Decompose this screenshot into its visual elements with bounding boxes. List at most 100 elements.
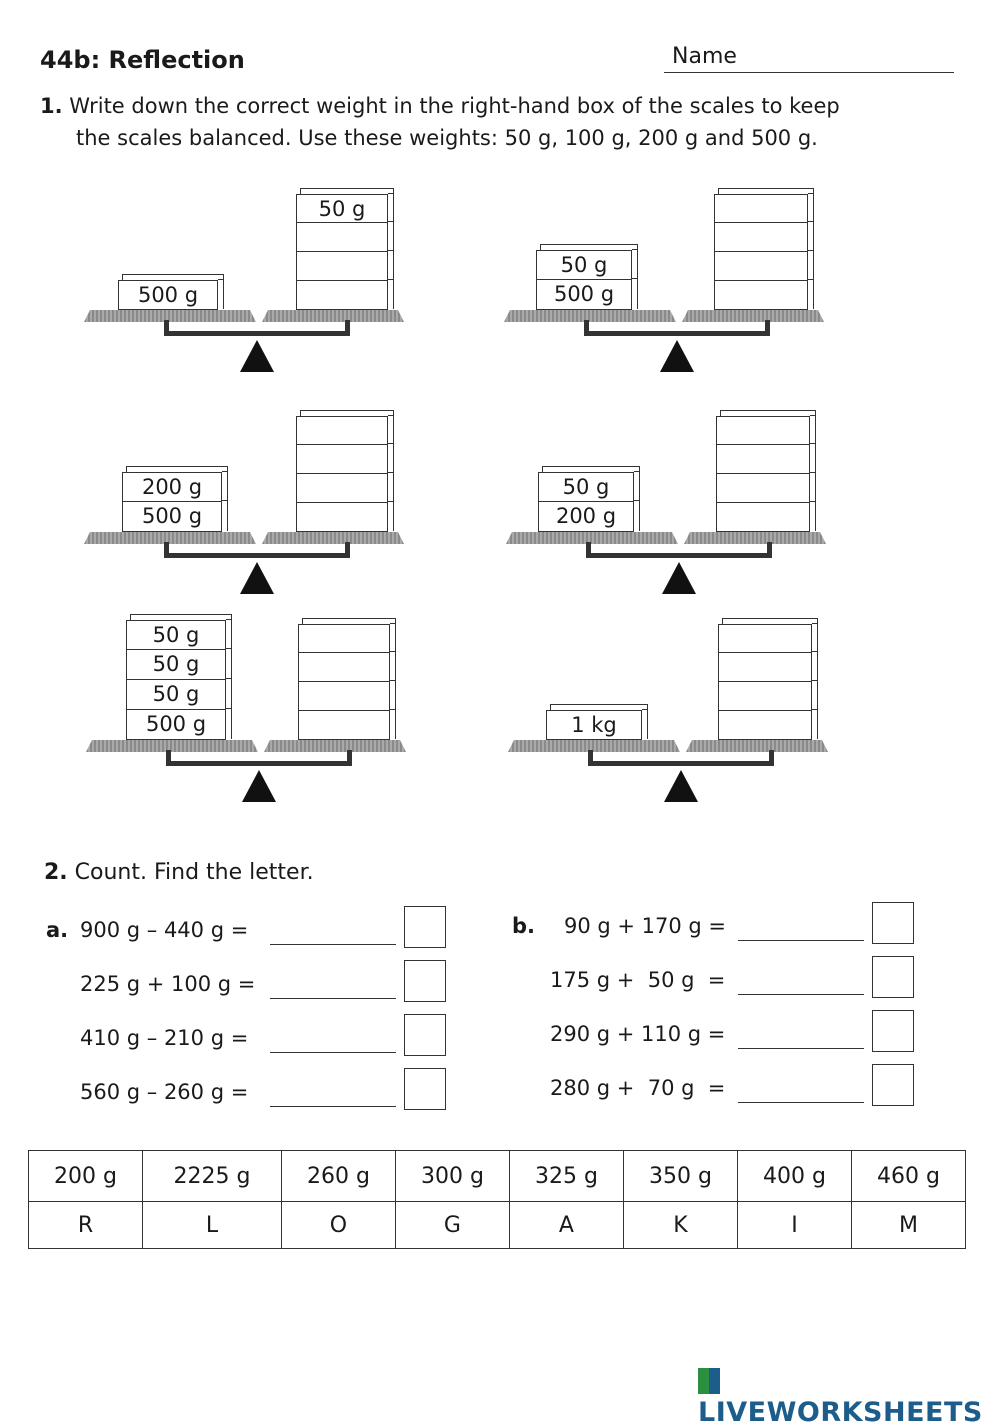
answer-weight-box[interactable]: [716, 501, 816, 532]
answer-weight-box[interactable]: [714, 221, 814, 252]
answer-weight-box[interactable]: [716, 472, 816, 503]
letter-answer-box[interactable]: [404, 906, 446, 948]
question-2-number: 2.: [44, 860, 68, 885]
key-weight: 260 g: [280, 1150, 396, 1202]
key-weight: 350 g: [622, 1150, 738, 1202]
scale-right-pan: [262, 310, 404, 322]
answer-blank[interactable]: [738, 1102, 864, 1103]
fulcrum-triangle: [242, 770, 276, 802]
key-letter: G: [394, 1201, 510, 1249]
box-top-edge: [300, 188, 394, 194]
box-top-edge: [300, 410, 394, 416]
answer-weight-box[interactable]: [296, 415, 394, 445]
liveworksheets-logo: LIVEWORKSHEETS: [698, 1366, 1000, 1428]
weight-box: 500 g: [536, 278, 638, 310]
scale-bracket: [588, 750, 774, 766]
answer-blank[interactable]: [270, 1052, 396, 1053]
part-a-label: a.: [46, 918, 69, 942]
key-weight: 200 g: [28, 1150, 143, 1202]
fulcrum-triangle: [664, 770, 698, 802]
key-letter: I: [736, 1201, 852, 1249]
letter-answer-box[interactable]: [404, 1068, 446, 1110]
liveworksheets-logo-icon: [698, 1368, 720, 1394]
scale-left-pan: [504, 310, 676, 322]
equation-a: 225 g + 100 g =: [80, 972, 256, 996]
answer-blank[interactable]: [270, 1106, 396, 1107]
key-letter: L: [142, 1201, 282, 1249]
equation-b: 290 g + 110 g =: [550, 1022, 726, 1046]
answer-blank[interactable]: [738, 940, 864, 941]
question-1-instructions: 1. Write down the correct weight in the …: [40, 90, 970, 154]
letter-answer-box[interactable]: [404, 1014, 446, 1056]
question-2-text: Count. Find the letter.: [74, 860, 314, 885]
name-field[interactable]: [664, 72, 954, 73]
balance-scale: 1 kg: [508, 598, 838, 828]
answer-blank[interactable]: [270, 944, 396, 945]
equation-a: 560 g – 260 g =: [80, 1080, 249, 1104]
right-weight-stack: [296, 410, 394, 532]
weights-row: 200 g 2225 g 260 g 300 g 325 g 350 g 400…: [28, 1150, 967, 1202]
weight-box: 50 g: [296, 193, 394, 223]
key-weight: 2225 g: [142, 1150, 282, 1202]
answer-weight-box[interactable]: [296, 501, 394, 532]
equation-b: 175 g + 50 g =: [550, 968, 726, 992]
answer-weight-box[interactable]: [298, 680, 396, 711]
right-weight-stack: [714, 188, 814, 310]
scale-bracket: [164, 320, 350, 336]
answer-weight-box[interactable]: [714, 193, 814, 223]
weight-box: 50 g: [536, 249, 638, 280]
fulcrum-triangle: [660, 340, 694, 372]
answer-weight-box[interactable]: [296, 472, 394, 503]
scale-left-pan: [84, 310, 256, 322]
scale-left-pan: [506, 532, 678, 544]
equation-a: 410 g – 210 g =: [80, 1026, 249, 1050]
answer-blank[interactable]: [738, 994, 864, 995]
answer-weight-box[interactable]: [718, 709, 818, 740]
question-2-heading: 2. Count. Find the letter.: [44, 860, 314, 885]
answer-weight-box[interactable]: [714, 279, 814, 310]
letter-answer-box[interactable]: [872, 1010, 914, 1052]
answer-weight-box[interactable]: [298, 709, 396, 740]
letter-answer-box[interactable]: [872, 1064, 914, 1106]
scale-right-pan: [684, 532, 826, 544]
key-weight: 460 g: [850, 1150, 967, 1202]
question-1-text-line1: Write down the correct weight in the rig…: [69, 94, 840, 118]
answer-weight-box[interactable]: [296, 279, 394, 310]
answer-weight-box[interactable]: [298, 623, 396, 653]
letter-answer-box[interactable]: [872, 902, 914, 944]
scale-bracket: [166, 750, 352, 766]
scale-left-pan: [508, 740, 680, 752]
answer-weight-box[interactable]: [296, 250, 394, 281]
weight-box: 50 g: [126, 648, 232, 680]
balance-scale: 500 g 50 g: [84, 168, 414, 398]
left-weight-stack: 500 g: [118, 274, 224, 310]
letter-answer-box[interactable]: [872, 956, 914, 998]
answer-weight-box[interactable]: [296, 221, 394, 252]
fulcrum-triangle: [662, 562, 696, 594]
letter-answer-box[interactable]: [404, 960, 446, 1002]
key-letter: A: [508, 1201, 624, 1249]
answer-weight-box[interactable]: [718, 623, 818, 653]
key-letter: R: [28, 1201, 143, 1249]
answer-weight-box[interactable]: [718, 651, 818, 682]
answer-blank[interactable]: [270, 998, 396, 999]
answer-weight-box[interactable]: [714, 250, 814, 281]
answer-weight-box[interactable]: [716, 443, 816, 474]
question-1-text-line2: the scales balanced. Use these weights: …: [76, 126, 818, 150]
key-letter: K: [622, 1201, 738, 1249]
answer-weight-box[interactable]: [718, 680, 818, 711]
answer-weight-box[interactable]: [298, 651, 396, 682]
weight-box: 500 g: [126, 708, 232, 740]
weight-box: 200 g: [538, 500, 640, 532]
key-letter: M: [850, 1201, 967, 1249]
question-1-number: 1.: [40, 94, 63, 118]
answer-weight-box[interactable]: [296, 443, 394, 474]
answer-blank[interactable]: [738, 1048, 864, 1049]
answer-weight-box[interactable]: [716, 415, 816, 445]
box-top-edge: [130, 614, 232, 620]
